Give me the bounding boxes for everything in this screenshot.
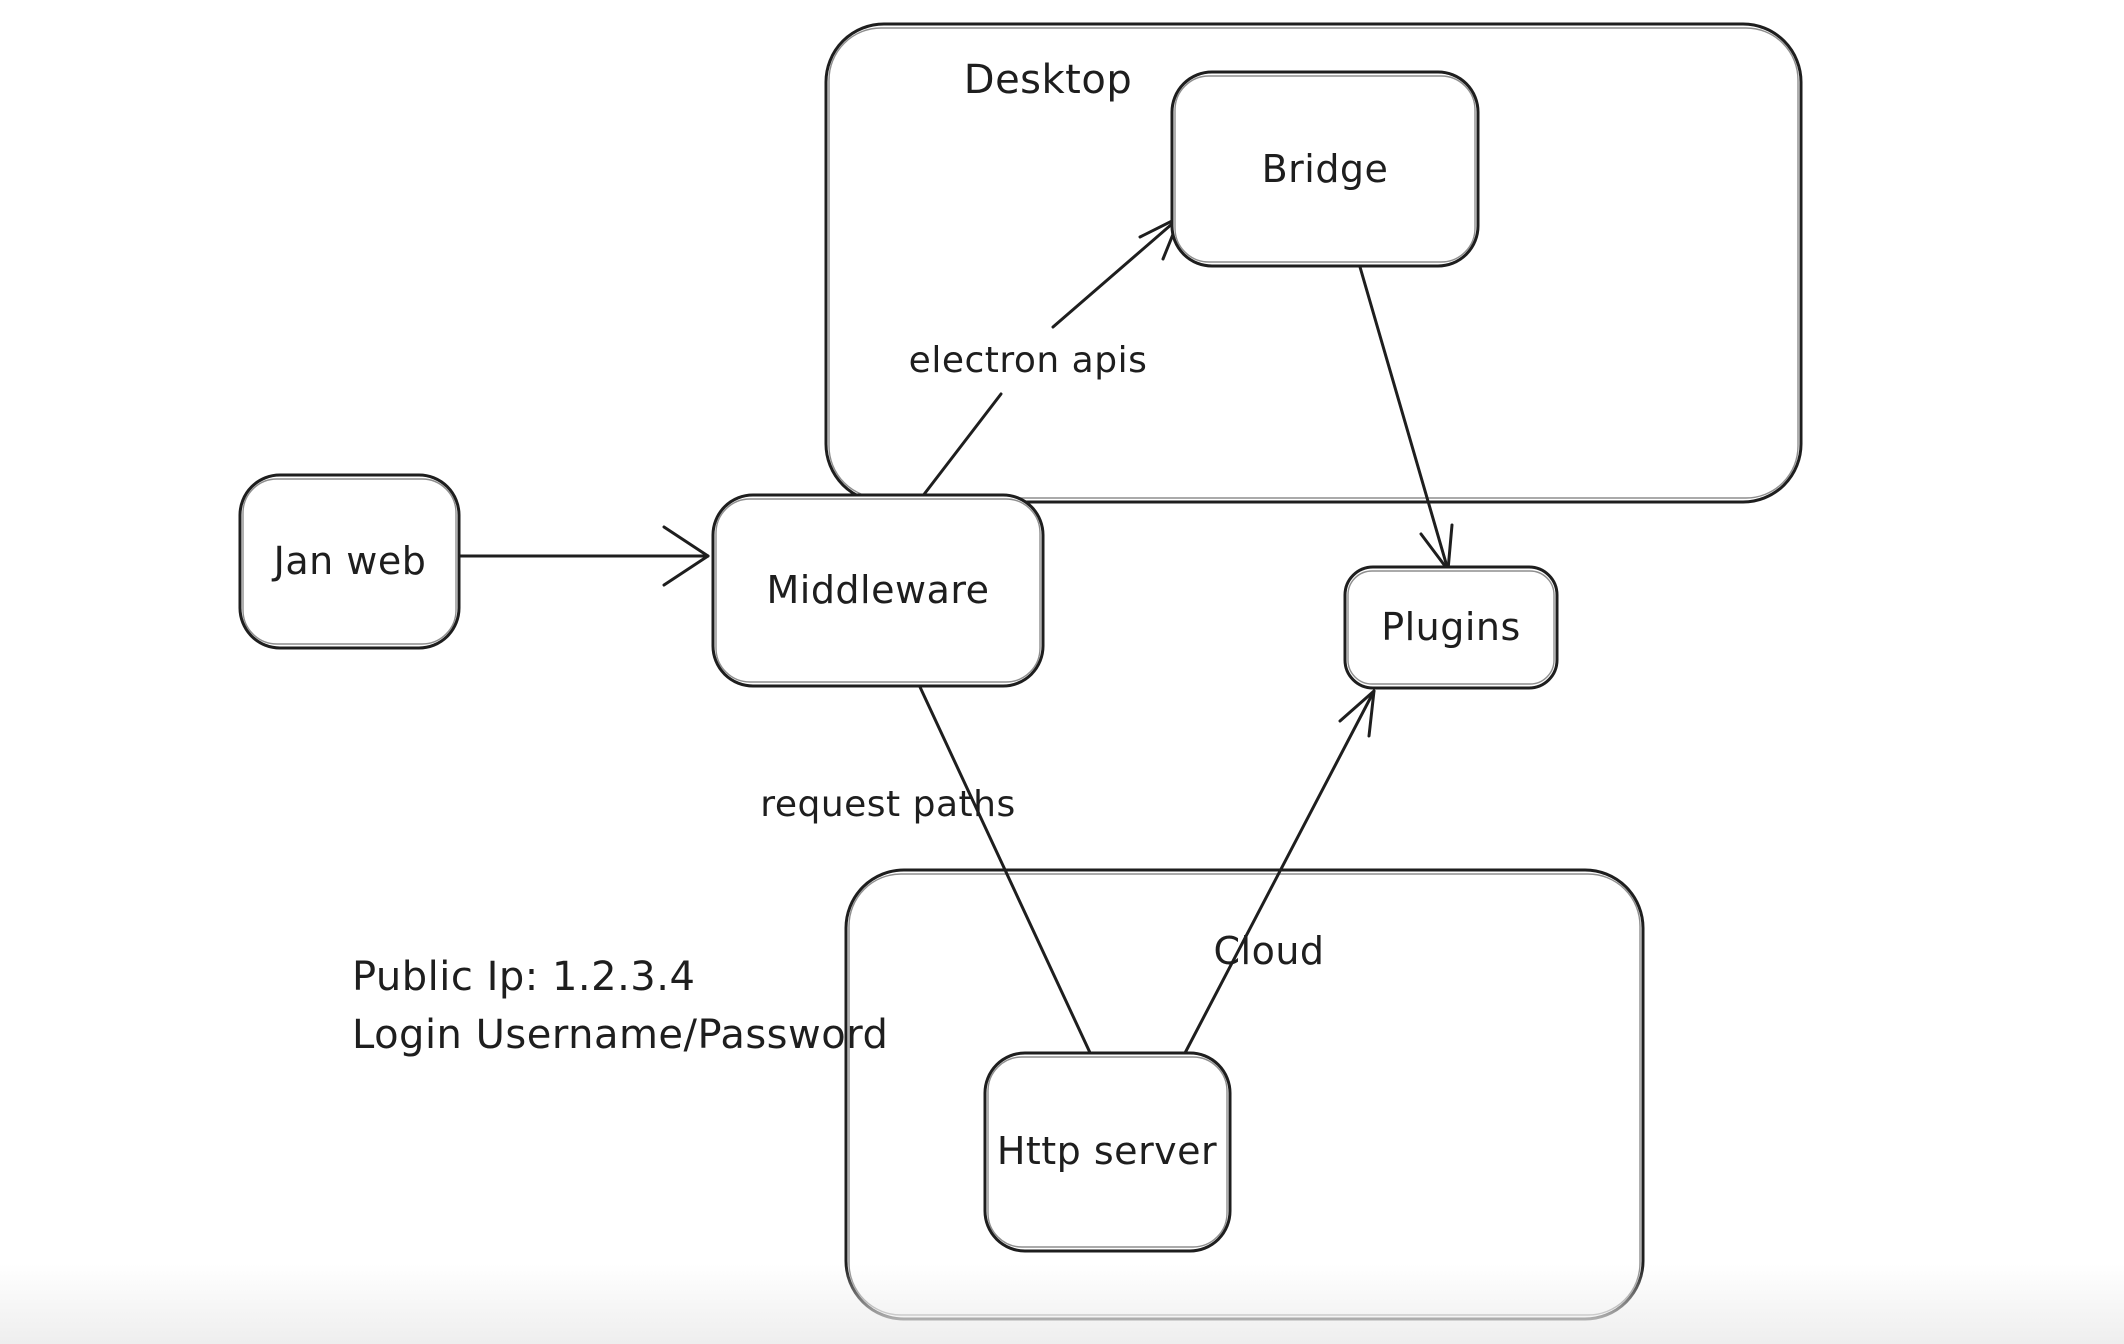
bridge-node-box[interactable] (1170, 70, 1480, 268)
middleware-node-box[interactable] (711, 493, 1045, 688)
public-ip-note-line: Public Ip: 1.2.3.4 (352, 954, 696, 1000)
httpserver-node-box[interactable] (983, 1051, 1232, 1253)
credentials-note: Public Ip: 1.2.3.4 Login Username/Passwo… (352, 948, 888, 1064)
plugins-label: Plugins (1381, 605, 1521, 650)
middleware-label: Middleware (766, 568, 990, 613)
janweb-node-box[interactable] (238, 473, 461, 650)
plugins-node-box[interactable] (1343, 565, 1559, 690)
request-paths-edge-label: request paths (760, 784, 1016, 826)
edge-middleware-httpserver[interactable] (918, 685, 1094, 1059)
login-note-line: Login Username/Password (352, 1012, 889, 1058)
janweb-label: Jan web (273, 539, 427, 584)
edge-janweb-middleware[interactable] (457, 525, 710, 587)
electron-apis-edge-label: electron apis (898, 339, 1158, 383)
desktop-label: Desktop (963, 57, 1133, 103)
edge-bridge-plugins[interactable] (1358, 265, 1454, 572)
bridge-label: Bridge (1261, 147, 1389, 192)
cloud-label: Cloud (1213, 929, 1325, 974)
edge-httpserver-plugins[interactable] (1183, 689, 1376, 1055)
httpserver-label: Http server (996, 1129, 1218, 1174)
